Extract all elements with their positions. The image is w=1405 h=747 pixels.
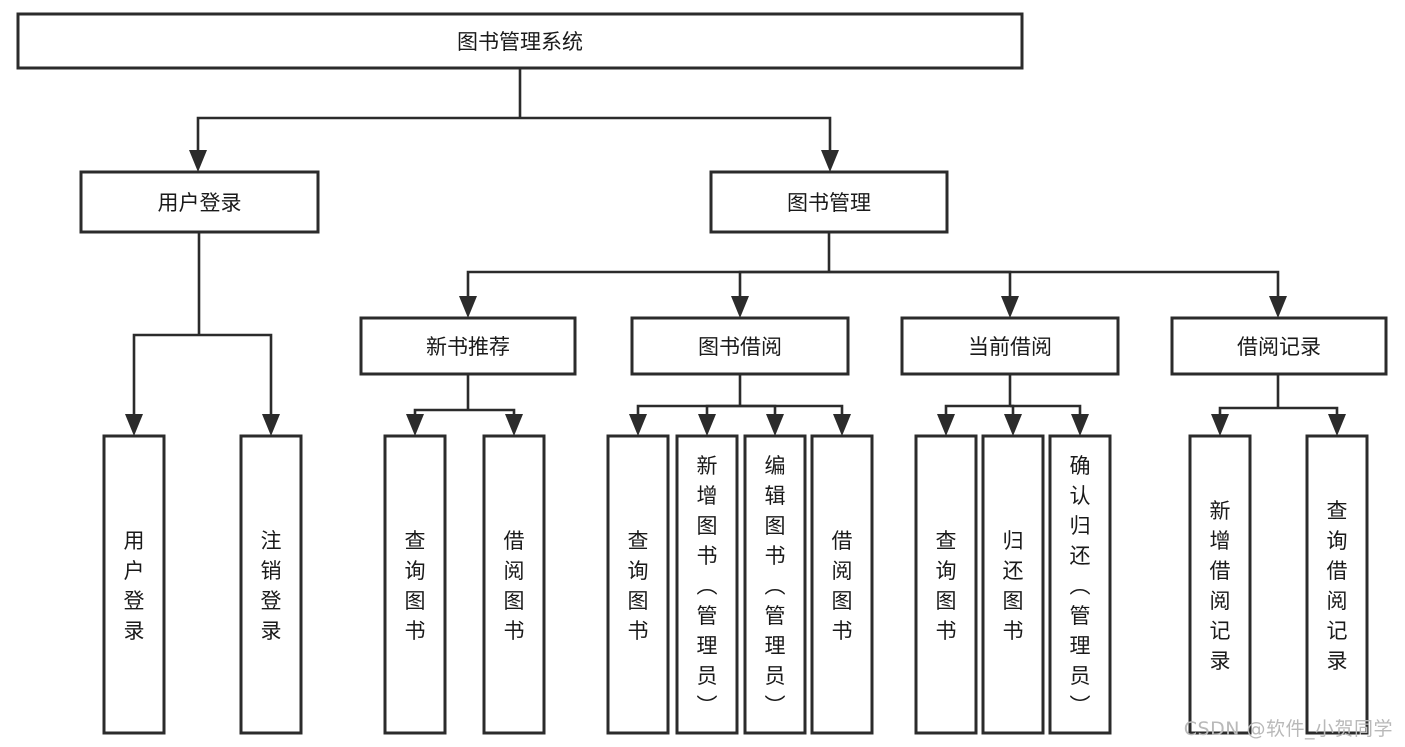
- leaf-node-9[interactable]: 归还图书: [981, 434, 1045, 735]
- connector-4: [459, 270, 829, 318]
- node-label: 用户登录: [158, 191, 242, 215]
- connector-2: [125, 333, 199, 436]
- leaf-node-7[interactable]: 借阅图书: [810, 434, 874, 735]
- node-label: 新书推荐: [426, 335, 510, 359]
- level3-node-3[interactable]: 借阅记录: [1170, 316, 1388, 376]
- node-box[interactable]: [102, 434, 166, 735]
- connector-10: [629, 404, 740, 436]
- connectors-layer: [125, 68, 1346, 436]
- node-box[interactable]: [914, 434, 978, 735]
- leaf-node-4[interactable]: 查询图书: [606, 434, 670, 735]
- node-box[interactable]: [1305, 434, 1369, 735]
- node-box[interactable]: [1170, 316, 1388, 376]
- leaf-node-3[interactable]: 借阅图书: [482, 434, 546, 735]
- node-label: 借阅记录: [1237, 335, 1321, 359]
- connector-5: [731, 270, 829, 318]
- node-label: 归还图书: [1003, 529, 1024, 643]
- connector-14: [937, 404, 1010, 436]
- connector-16: [1010, 404, 1089, 436]
- node-box[interactable]: [675, 434, 739, 735]
- node-label: 当前借阅: [968, 335, 1052, 359]
- level3-node-0[interactable]: 新书推荐: [359, 316, 577, 376]
- node-box[interactable]: [1048, 434, 1112, 735]
- level2-node-1[interactable]: 图书管理: [709, 170, 949, 234]
- connector-6: [829, 270, 1019, 318]
- root-node-0[interactable]: 图书管理系统: [16, 12, 1024, 70]
- node-label: 图书借阅: [698, 335, 782, 359]
- connector-9: [468, 408, 523, 436]
- connector-8: [406, 408, 468, 436]
- node-box[interactable]: [900, 316, 1120, 376]
- connector-7: [829, 270, 1287, 318]
- connector-1: [520, 116, 839, 172]
- level3-node-2[interactable]: 当前借阅: [900, 316, 1120, 376]
- node-label: 用户登录: [124, 529, 145, 643]
- node-label: 新增图书︵管理员︶: [697, 454, 718, 718]
- node-label: 确认归还︵管理员︶: [1070, 454, 1091, 718]
- node-label: 借阅图书: [504, 529, 525, 643]
- node-box[interactable]: [743, 434, 807, 735]
- leaf-node-5[interactable]: 新增图书︵管理员︶: [675, 434, 739, 735]
- node-label: 借阅图书: [832, 529, 853, 643]
- node-box[interactable]: [79, 170, 320, 234]
- leaf-node-11[interactable]: 新增借阅记录: [1188, 434, 1252, 735]
- node-label: 注销登录: [261, 529, 282, 643]
- connector-12: [740, 404, 784, 436]
- leaf-node-0[interactable]: 用户登录: [102, 434, 166, 735]
- connector-15: [1004, 404, 1022, 436]
- node-box[interactable]: [1188, 434, 1252, 735]
- connector-18: [1278, 406, 1346, 436]
- node-box[interactable]: [239, 434, 303, 735]
- node-box[interactable]: [482, 434, 546, 735]
- node-label: 编辑图书︵管理员︶: [765, 454, 786, 718]
- connector-3: [199, 333, 280, 436]
- leaf-node-2[interactable]: 查询图书: [383, 434, 447, 735]
- node-label: 新增借阅记录: [1210, 499, 1231, 673]
- leaf-node-12[interactable]: 查询借阅记录: [1305, 434, 1369, 735]
- node-box[interactable]: [606, 434, 670, 735]
- node-label: 图书管理: [787, 191, 871, 215]
- node-box[interactable]: [709, 170, 949, 234]
- level2-node-0[interactable]: 用户登录: [79, 170, 320, 234]
- nodes-layer: 图书管理系统用户登录图书管理新书推荐图书借阅当前借阅借阅记录用户登录注销登录查询…: [16, 12, 1388, 735]
- connector-17: [1211, 406, 1278, 436]
- node-box[interactable]: [630, 316, 850, 376]
- node-label: 图书管理系统: [457, 30, 583, 54]
- leaf-node-10[interactable]: 确认归还︵管理员︶: [1048, 434, 1112, 735]
- node-box[interactable]: [359, 316, 577, 376]
- node-label: 查询借阅记录: [1327, 499, 1348, 673]
- node-box[interactable]: [810, 434, 874, 735]
- connector-0: [189, 116, 520, 172]
- connector-11: [698, 404, 740, 436]
- node-box[interactable]: [383, 434, 447, 735]
- leaf-node-8[interactable]: 查询图书: [914, 434, 978, 735]
- leaf-node-6[interactable]: 编辑图书︵管理员︶: [743, 434, 807, 735]
- node-label: 查询图书: [628, 529, 649, 643]
- node-box[interactable]: [981, 434, 1045, 735]
- node-label: 查询图书: [936, 529, 957, 643]
- node-box[interactable]: [16, 12, 1024, 70]
- connector-13: [740, 404, 851, 436]
- leaf-node-1[interactable]: 注销登录: [239, 434, 303, 735]
- level3-node-1[interactable]: 图书借阅: [630, 316, 850, 376]
- node-label: 查询图书: [405, 529, 426, 643]
